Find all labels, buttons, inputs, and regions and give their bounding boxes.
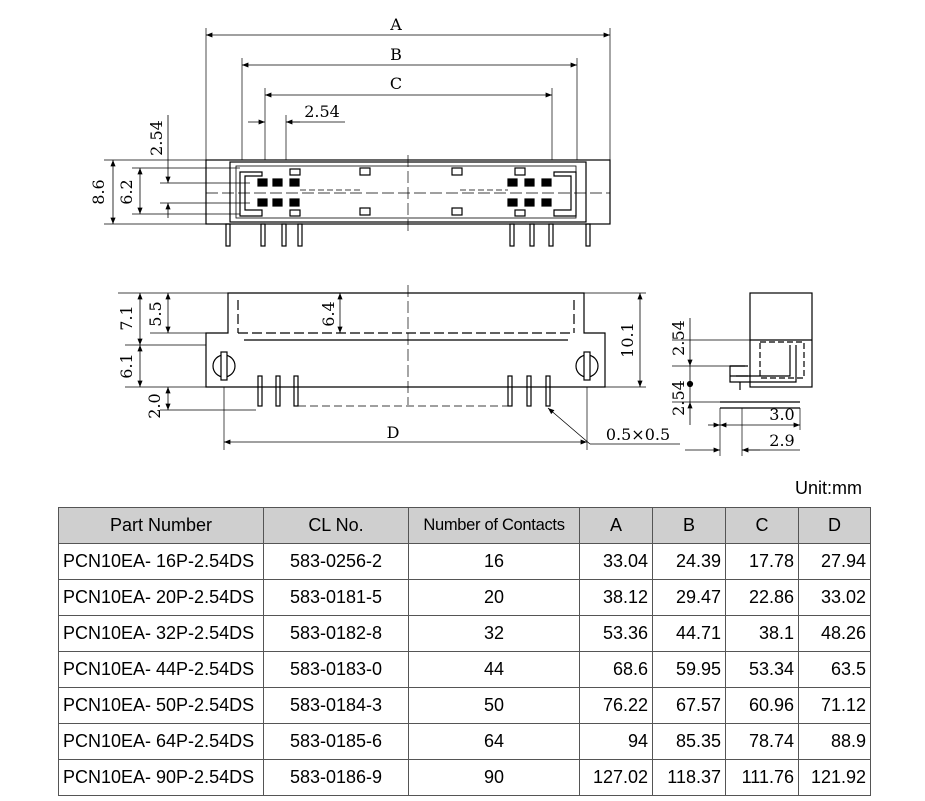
cell-b: 85.35 (652, 723, 726, 760)
cell-b: 24.39 (652, 543, 726, 580)
top-view (104, 28, 611, 247)
header-cl-no: CL No. (263, 507, 409, 544)
cell-d: 48.26 (798, 615, 871, 652)
cell-b: 44.71 (652, 615, 726, 652)
cell-contacts: 16 (408, 543, 580, 580)
cell-c: 53.34 (725, 651, 799, 688)
cell-contacts: 20 (408, 579, 580, 616)
part-spec-table: Part Number CL No. Number of Contacts A … (58, 507, 871, 796)
table-row: PCN10EA- 64P-2.54DS 583-0185-6 64 94 85.… (58, 723, 871, 760)
cell-part-number: PCN10EA- 20P-2.54DS (58, 579, 264, 616)
cell-d: 63.5 (798, 651, 871, 688)
dim-label-7-1: 7.1 (117, 305, 136, 330)
cell-part-number: PCN10EA- 32P-2.54DS (58, 615, 264, 652)
header-a: A (579, 507, 653, 544)
cell-cl-no: 583-0184-3 (263, 687, 409, 724)
cell-cl-no: 583-0183-0 (263, 651, 409, 688)
cell-a: 68.6 (579, 651, 653, 688)
cell-contacts: 64 (408, 723, 580, 760)
dim-label-side-2-54: 2.54 (147, 120, 166, 156)
cell-b: 59.95 (652, 651, 726, 688)
cell-cl-no: 583-0186-9 (263, 759, 409, 796)
table-row: PCN10EA- 20P-2.54DS 583-0181-5 20 38.12 … (58, 579, 871, 616)
dim-label-side-pitch-a: 2.54 (669, 320, 688, 356)
cell-d: 71.12 (798, 687, 871, 724)
cell-d: 27.94 (798, 543, 871, 580)
dim-label-c: C (390, 74, 402, 93)
header-c: C (725, 507, 799, 544)
cell-d: 88.9 (798, 723, 871, 760)
header-number-of-contacts: Number of Contacts (408, 507, 580, 544)
cell-c: 17.78 (725, 543, 799, 580)
cell-part-number: PCN10EA- 16P-2.54DS (58, 543, 264, 580)
dim-label-pin-section: 0.5×0.5 (606, 425, 670, 444)
front-view (118, 285, 680, 450)
cell-c: 78.74 (725, 723, 799, 760)
cell-part-number: PCN10EA- 44P-2.54DS (58, 651, 264, 688)
header-b: B (652, 507, 726, 544)
cell-cl-no: 583-0256-2 (263, 543, 409, 580)
cell-b: 118.37 (652, 759, 726, 796)
cell-contacts: 90 (408, 759, 580, 796)
cell-cl-no: 583-0182-8 (263, 615, 409, 652)
cell-part-number: PCN10EA- 90P-2.54DS (58, 759, 264, 796)
cell-contacts: 50 (408, 687, 580, 724)
dim-label-8-6: 8.6 (89, 179, 108, 204)
dim-label-d: D (387, 423, 400, 442)
side-view (672, 292, 813, 456)
cell-a: 38.12 (579, 579, 653, 616)
cell-a: 53.36 (579, 615, 653, 652)
table-row: PCN10EA- 90P-2.54DS 583-0186-9 90 127.02… (58, 759, 871, 796)
table-row: PCN10EA- 44P-2.54DS 583-0183-0 44 68.6 5… (58, 651, 871, 688)
cell-part-number: PCN10EA- 64P-2.54DS (58, 723, 264, 760)
cell-a: 127.02 (579, 759, 653, 796)
unit-label: Unit:mm (795, 478, 862, 498)
dim-label-side-3-0: 3.0 (769, 405, 794, 424)
dim-label-b: B (390, 45, 402, 64)
table-header-row: Part Number CL No. Number of Contacts A … (58, 507, 871, 544)
table-row: PCN10EA- 16P-2.54DS 583-0256-2 16 33.04 … (58, 543, 871, 580)
cell-contacts: 32 (408, 615, 580, 652)
dim-label-pitch-top: 2.54 (304, 102, 340, 121)
cell-c: 38.1 (725, 615, 799, 652)
cell-c: 111.76 (725, 759, 799, 796)
cell-cl-no: 583-0185-6 (263, 723, 409, 760)
cell-cl-no: 583-0181-5 (263, 579, 409, 616)
cell-c: 22.86 (725, 579, 799, 616)
cell-a: 76.22 (579, 687, 653, 724)
dim-label-10-1: 10.1 (618, 322, 637, 358)
dim-label-6-1: 6.1 (117, 353, 136, 378)
cell-d: 121.92 (798, 759, 871, 796)
cell-b: 67.57 (652, 687, 726, 724)
dim-label-5-5: 5.5 (146, 301, 165, 326)
connector-drawing: A B C 2.54 D 0.5×0.5 3.0 2.9 8.6 6.2 2.5… (89, 15, 813, 456)
dim-label-side-pitch-b: 2.54 (669, 380, 688, 416)
dim-label-6-2: 6.2 (117, 179, 136, 204)
cell-a: 33.04 (579, 543, 653, 580)
dim-label-a: A (389, 15, 402, 34)
dim-label-2-0: 2.0 (145, 393, 164, 418)
cell-contacts: 44 (408, 651, 580, 688)
header-d: D (798, 507, 871, 544)
cell-c: 60.96 (725, 687, 799, 724)
header-part-number: Part Number (58, 507, 264, 544)
cell-a: 94 (579, 723, 653, 760)
table-row: PCN10EA- 32P-2.54DS 583-0182-8 32 53.36 … (58, 615, 871, 652)
dim-label-6-4: 6.4 (319, 301, 338, 326)
cell-b: 29.47 (652, 579, 726, 616)
table-row: PCN10EA- 50P-2.54DS 583-0184-3 50 76.22 … (58, 687, 871, 724)
dim-label-side-2-9: 2.9 (769, 431, 794, 450)
cell-d: 33.02 (798, 579, 871, 616)
cell-part-number: PCN10EA- 50P-2.54DS (58, 687, 264, 724)
